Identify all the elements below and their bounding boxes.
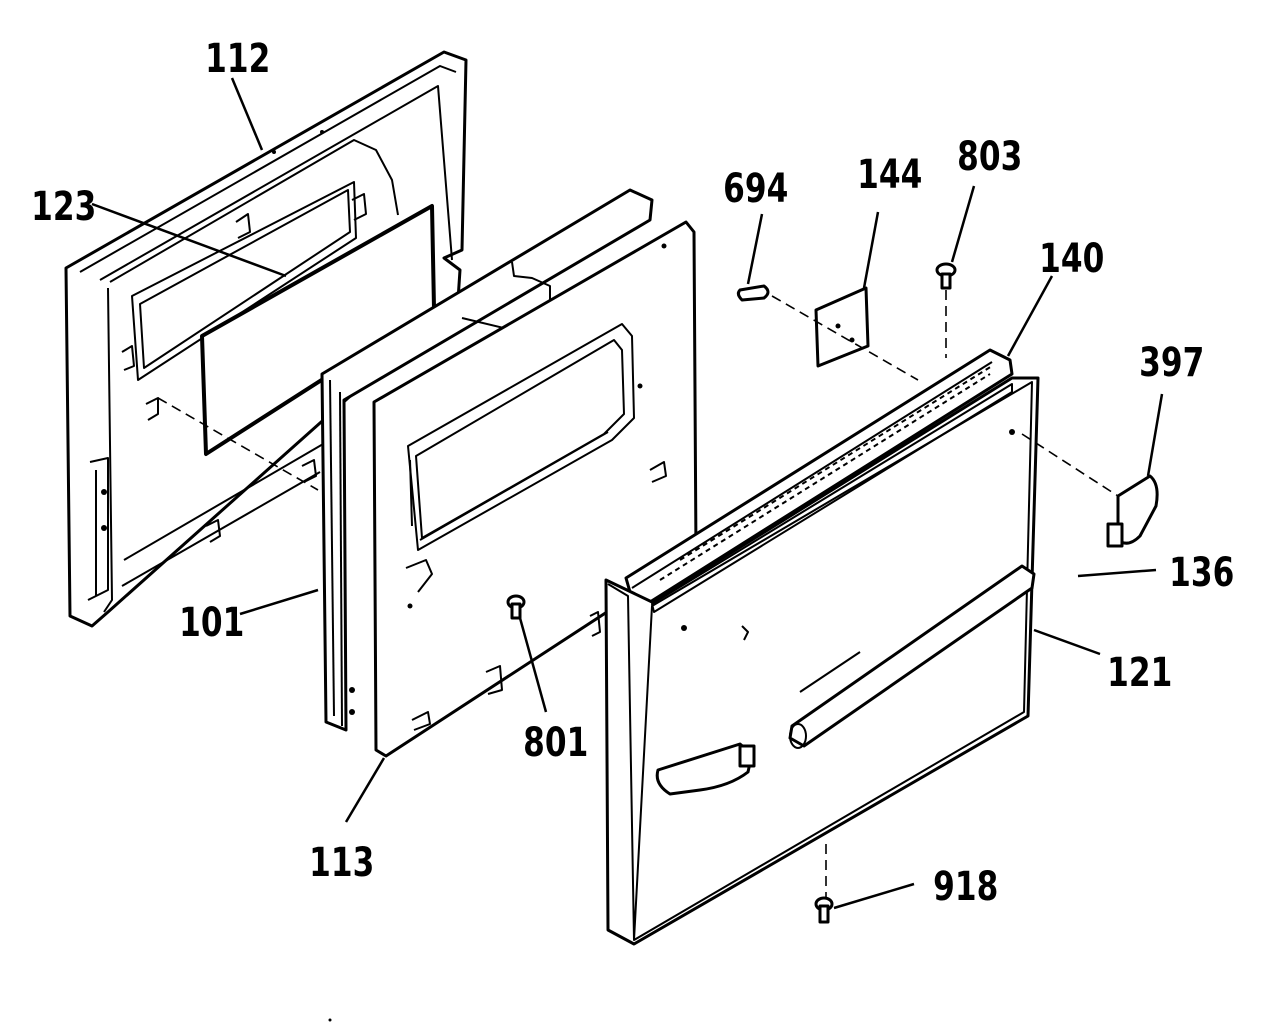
part-number-labels: 112 123 101 113 801 694 144 803 140 397 … bbox=[31, 36, 1234, 910]
label-113: 113 bbox=[309, 840, 374, 886]
label-144: 144 bbox=[857, 152, 922, 198]
top-vent-trim-140 bbox=[624, 348, 1014, 604]
label-123: 123 bbox=[31, 184, 96, 230]
handle-end-cap-397 bbox=[655, 474, 1159, 796]
label-140: 140 bbox=[1039, 236, 1104, 282]
bracket-144 bbox=[814, 286, 870, 368]
leader-lines bbox=[91, 77, 1164, 910]
label-801: 801 bbox=[523, 720, 588, 766]
label-397: 397 bbox=[1139, 340, 1204, 386]
door-insulation-frame-101 bbox=[320, 188, 654, 732]
label-694: 694 bbox=[723, 166, 788, 212]
label-918: 918 bbox=[933, 864, 998, 910]
outer-door-panel-121 bbox=[604, 376, 1040, 946]
door-handle-136 bbox=[788, 564, 1036, 749]
pin-694 bbox=[736, 284, 770, 302]
assembly-lines bbox=[771, 290, 1119, 898]
label-136: 136 bbox=[1169, 550, 1234, 596]
screw-803 bbox=[935, 262, 957, 290]
label-112: 112 bbox=[205, 36, 270, 82]
vent-slots bbox=[659, 365, 993, 581]
label-121: 121 bbox=[1107, 650, 1172, 696]
label-101: 101 bbox=[179, 600, 244, 646]
screw-918 bbox=[814, 896, 834, 924]
label-803: 803 bbox=[957, 134, 1022, 180]
screw-801 bbox=[506, 594, 526, 620]
alignment-line bbox=[157, 397, 319, 491]
